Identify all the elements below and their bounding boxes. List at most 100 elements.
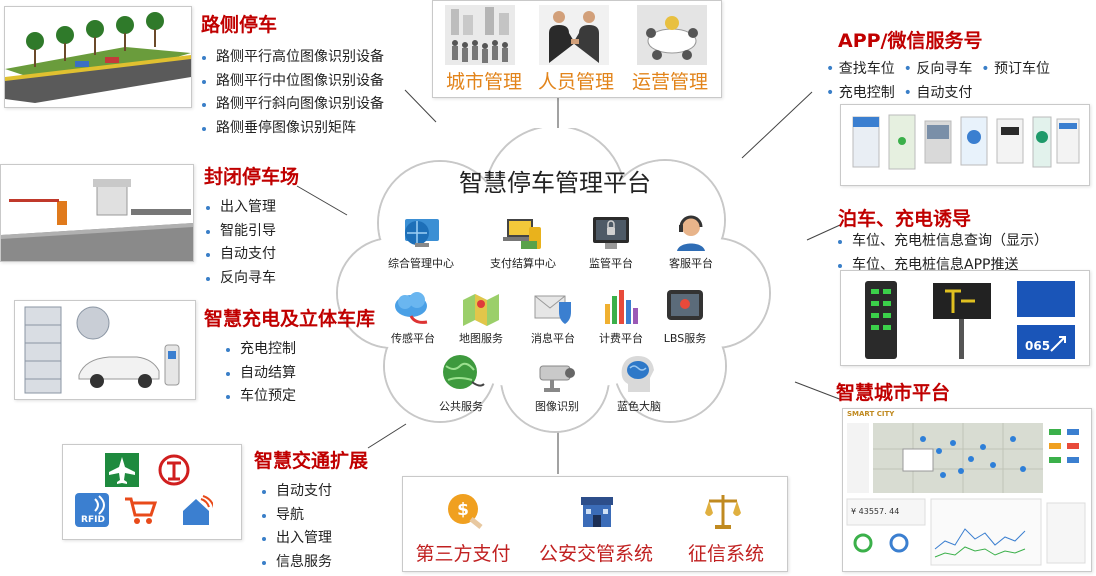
list-item: 车位预定 [226,385,296,409]
list-item: 自动支付 [262,480,332,504]
list-item: 充电控制 [226,338,296,362]
list-item: 智能引导 [206,220,276,244]
service-message[interactable]: 消息平台 [508,288,598,346]
service-comprehensive-management[interactable]: 综合管理中心 [376,213,466,271]
monitor-globe-icon [405,219,439,247]
roadside-parking-title: 路侧停车 [201,14,278,36]
service-label: LBS服务 [663,332,707,345]
external-credit-system: 征信系统 [687,543,764,565]
street-illustration [5,7,191,107]
service-image-recognition[interactable]: 图像识别 [512,358,602,414]
list-item: 路侧平行斜向图像识别设备 [202,93,384,117]
smart-city-title: 智慧城市平台 [836,382,951,404]
category-personnel-management: 人员管理 [537,71,614,93]
envelope-shield-icon [534,295,571,324]
closed-lot-image [0,164,194,262]
rfid-label: RFID [81,515,105,525]
phone-screens-illustration [852,114,1080,170]
map-icon [463,294,499,326]
gps-device-icon [667,290,703,320]
dashboard-value: ¥ 43557. 44 [851,507,900,516]
brain-head-icon [621,356,654,392]
list-item: 车位、充电桩信息APP推送 [838,254,1048,278]
list-item: 路侧平行中位图像识别设备 [202,70,384,94]
traffic-icons-panel: RFID [62,444,242,540]
charging-garage-title: 智慧充电及立体车库 [204,308,376,330]
service-blue-brain[interactable]: 蓝色大脑 [594,352,684,414]
list-item: 自动结算 [226,362,296,386]
charging-garage-image [14,300,196,400]
app-features-row1: • 查找车位 • 反向寻车 • 预订车位 [826,61,1050,77]
smart-city-dashboard: SMART CITY ¥ 43557. 44 [842,408,1092,572]
service-label: 图像识别 [535,400,579,413]
list-item: 信息服务 [262,551,332,575]
service-public[interactable]: 公共服务 [416,352,506,414]
app-wechat-title: APP/微信服务号 [838,30,983,52]
external-third-party-payment: 第三方支付 [415,543,511,565]
roadside-parking-image [4,6,192,108]
feature-find-spot: 查找车位 [838,61,895,77]
feature-reserve-spot: 预订车位 [993,61,1050,77]
list-item: 出入管理 [206,196,276,220]
list-item: 路侧平行高位图像识别设备 [202,46,384,70]
credit-scale-icon [705,495,741,529]
roadside-parking-list: 路侧平行高位图像识别设备 路侧平行中位图像识别设备 路侧平行斜向图像识别设备 路… [202,46,384,140]
airport-icon [105,453,139,487]
bar-chart-icon [605,290,638,324]
feature-reverse-find-car: 反向寻车 [916,61,973,77]
external-public-security-traffic: 公安交管系统 [538,543,653,565]
service-payment-settlement[interactable]: 支付结算中心 [478,213,568,271]
lock-screen-icon [593,217,629,249]
list-item: 自动支付 [206,243,276,267]
charging-garage-list: 充电控制 自动结算 车位预定 [226,338,296,409]
shopping-cart-icon [125,497,157,524]
category-city-management: 城市管理 [445,71,522,93]
service-label: 公共服务 [439,400,483,413]
money-laptop-icon [503,219,541,249]
feature-charging-control: 充电控制 [838,85,895,101]
smart-home-icon [183,495,213,525]
list-item: 导航 [262,504,332,528]
city-crowd-icon [445,5,515,65]
list-item: 出入管理 [262,527,332,551]
top-categories-panel: 城市管理 人员管理 运营管理 [432,0,722,98]
service-label: 计费平台 [599,332,643,345]
third-party-payment-icon: $ [448,494,483,529]
service-sensor[interactable]: 传感平台 [368,288,458,346]
feature-auto-pay: 自动支付 [916,85,973,101]
headset-agent-icon [677,215,705,251]
guidance-list: 车位、充电桩信息查询（显示） 车位、充电桩信息APP推送 [838,230,1048,277]
list-item: 反向寻车 [206,267,276,291]
globe-plug-icon [443,355,485,389]
closed-lot-list: 出入管理 智能引导 自动支付 反向寻车 [206,196,276,290]
closed-lot-title: 封闭停车场 [204,166,300,188]
charging-car-illustration [15,301,195,399]
platform-title: 智慧停车管理平台 [459,169,651,197]
service-label: 监管平台 [589,257,633,270]
service-label: 传感平台 [391,332,435,345]
rfid-icon [75,493,109,527]
traffic-title: 智慧交通扩展 [254,450,369,472]
category-operations-management: 运营管理 [631,71,708,93]
service-map[interactable]: 地图服务 [436,288,526,346]
external-systems-panel: $ 第三方支付 公安交管系统 征信系统 [402,476,788,572]
sign-number: 065 [1025,339,1051,353]
service-supervision[interactable]: 监管平台 [566,213,656,271]
guidance-signs-illustration [865,281,1075,359]
gate-barrier-illustration [1,165,193,261]
police-station-icon [581,497,613,527]
service-lbs[interactable]: LBS服务 [640,284,730,346]
app-features-row2: • 充电控制 • 自动支付 [826,85,973,101]
service-billing[interactable]: 计费平台 [576,284,666,346]
handshake-people-icon [539,5,609,65]
dashboard-illustration [843,409,1091,566]
cctv-camera-icon [539,365,575,392]
guidance-title: 泊车、充电诱导 [838,208,972,230]
app-screenshots-panel [840,104,1090,186]
svg-text:$: $ [457,500,469,520]
traffic-list: 自动支付 导航 出入管理 信息服务 [262,480,332,574]
service-customer[interactable]: 客服平台 [646,213,736,271]
cloud-sensor-icon [395,292,428,324]
service-label: 地图服务 [459,332,503,345]
